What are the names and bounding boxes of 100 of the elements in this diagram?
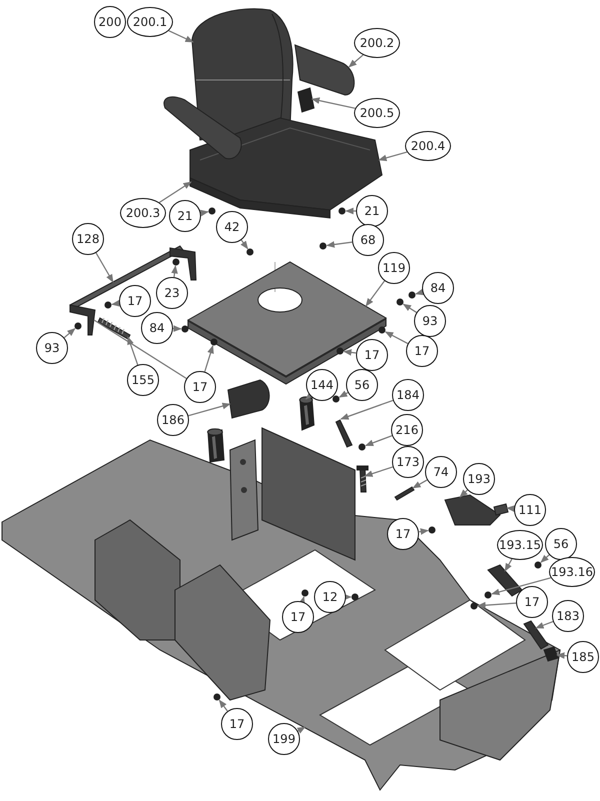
callout-number: 184 — [392, 379, 424, 411]
nut — [338, 208, 346, 214]
leader-line — [188, 402, 231, 416]
armrest — [294, 44, 355, 96]
leader-line — [218, 700, 228, 712]
callout-number: 193 — [463, 463, 495, 495]
nut — [396, 298, 404, 306]
actuator — [228, 380, 270, 418]
callout-number: 185 — [567, 641, 599, 673]
callout-number: 93 — [36, 332, 68, 364]
leader-line — [240, 240, 248, 250]
callout-number: 173 — [392, 446, 424, 478]
nut — [484, 592, 492, 598]
spring — [97, 317, 131, 340]
seat-base — [190, 177, 330, 219]
callout-number: 200.1 — [127, 7, 173, 37]
leader-line — [311, 97, 356, 109]
callout-number: 17 — [406, 335, 438, 367]
leader-line — [326, 241, 352, 248]
rod-end — [487, 564, 523, 597]
nut — [246, 248, 254, 256]
leader-line — [556, 652, 568, 659]
leader-line — [364, 435, 392, 446]
leader-line — [94, 320, 187, 379]
callout-number: 84 — [141, 312, 173, 344]
callout-number: 199 — [268, 723, 300, 755]
leader-line — [540, 554, 550, 563]
callout-number: 93 — [414, 305, 446, 337]
callout-number: 200.5 — [354, 98, 400, 128]
bushing — [299, 396, 315, 431]
leader-line — [96, 252, 114, 283]
bolt — [394, 486, 415, 501]
pin — [335, 419, 353, 448]
callout-number: 74 — [425, 456, 457, 488]
leader-line — [491, 577, 551, 596]
nut — [214, 694, 220, 700]
pedal-assembly — [444, 494, 501, 526]
callout-number: 183 — [552, 600, 584, 632]
callout-number: 56 — [545, 528, 577, 560]
leader-line — [343, 349, 356, 356]
callout-number: 216 — [391, 414, 423, 446]
leader-line — [459, 489, 468, 498]
leader-line — [172, 325, 182, 332]
leader-line — [296, 726, 306, 734]
leader-line — [64, 328, 76, 338]
callout-number: 17 — [119, 285, 151, 317]
leader-line — [340, 400, 394, 420]
callout-number: 200 — [94, 6, 126, 38]
callout-number: 193.16 — [549, 557, 595, 587]
leader-line — [171, 265, 178, 278]
leader-line — [200, 210, 209, 216]
callout-number: 155 — [127, 364, 159, 396]
bolt — [356, 466, 368, 492]
nut — [208, 208, 216, 214]
callout-number: 23 — [156, 277, 188, 309]
callout-number: 21 — [356, 195, 388, 227]
nut — [104, 302, 112, 308]
callout-number: 144 — [306, 369, 338, 401]
callout-number: 186 — [157, 404, 189, 436]
callout-number: 56 — [346, 369, 378, 401]
nut — [74, 322, 82, 330]
leader-line — [204, 345, 214, 372]
leader-line — [378, 151, 408, 162]
nut — [358, 444, 366, 450]
leader-line — [159, 182, 192, 203]
leader-line — [477, 602, 516, 609]
callout-number: 200.4 — [405, 131, 451, 161]
leader-line — [402, 304, 417, 313]
bushing — [207, 428, 225, 463]
leader-line — [111, 300, 120, 307]
leader-line — [415, 288, 424, 296]
leader-line — [506, 505, 515, 512]
callout-number: 68 — [352, 224, 384, 256]
leader-line — [345, 208, 356, 214]
leader-line — [305, 392, 314, 400]
nut — [332, 396, 340, 402]
callout-number: 84 — [422, 272, 454, 304]
leader-line — [127, 336, 138, 366]
nut — [428, 526, 436, 534]
callout-number: 17 — [184, 371, 216, 403]
leader-line — [384, 331, 408, 344]
callout-number: 17 — [221, 708, 253, 740]
callout-number: 17 — [516, 586, 548, 618]
callout-number: 200.2 — [354, 28, 400, 58]
lever-bracket — [70, 304, 96, 336]
callout-number: 42 — [216, 211, 248, 243]
leader-line — [364, 466, 393, 477]
seat-belt-buckle — [297, 87, 315, 113]
callout-number: 128 — [72, 223, 104, 255]
leader-line — [168, 30, 194, 43]
leader-line — [535, 621, 554, 629]
cable — [523, 620, 549, 650]
leader-line — [338, 390, 348, 398]
nut — [534, 562, 542, 568]
nut — [320, 242, 326, 250]
leader-line — [504, 558, 512, 572]
leader-line — [366, 280, 385, 307]
nut — [408, 292, 416, 298]
callout-number: 21 — [169, 200, 201, 232]
leader-line — [418, 528, 429, 535]
